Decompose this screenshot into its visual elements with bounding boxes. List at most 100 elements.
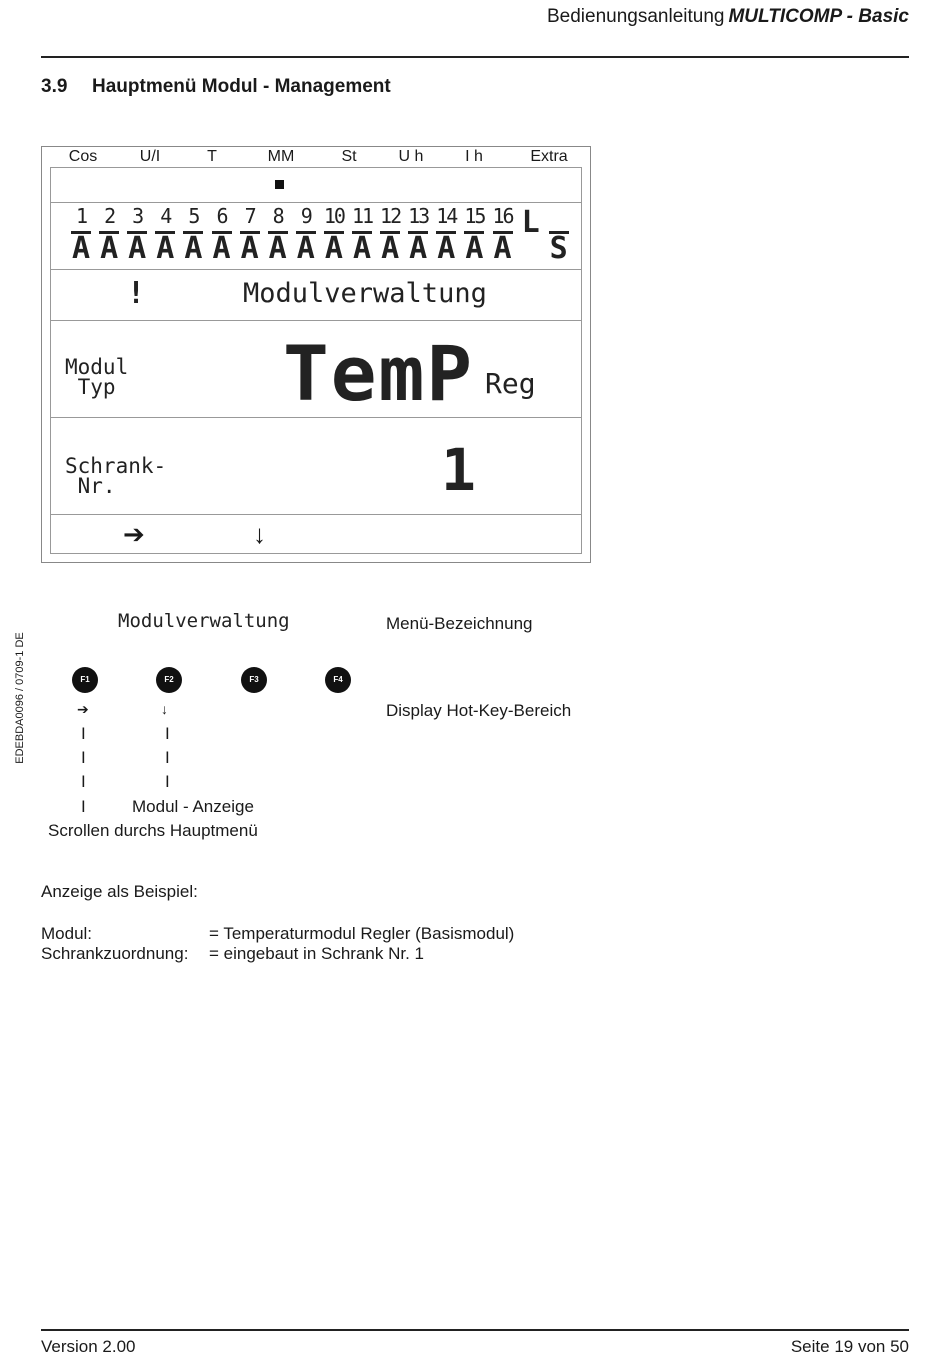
module-slot-number: 4 xyxy=(160,204,172,228)
example-value-cabinet: = eingebaut in Schrank Nr. 1 xyxy=(209,944,424,963)
module-slot-status: A xyxy=(100,231,119,266)
module-slot-status: A xyxy=(381,231,400,266)
module-slot-number: 1 xyxy=(75,204,88,228)
module-slot-bar xyxy=(71,231,91,234)
f2-key-button[interactable]: F2 xyxy=(156,667,182,693)
hotkey-right-arrow-icon: ➔ xyxy=(123,519,145,549)
header-rule xyxy=(41,56,909,58)
cabinet-number: 1 xyxy=(441,436,476,504)
tab-ui: U/I xyxy=(139,148,161,165)
footer-rule xyxy=(41,1329,909,1331)
hotkey-row: ➔ ↓ xyxy=(51,515,581,552)
connector-line: I xyxy=(81,724,86,743)
module-slot-bar xyxy=(267,231,288,234)
section-number: 3.9 xyxy=(41,76,68,97)
tab-indicator-row xyxy=(51,168,581,203)
f2-description: Modul - Anzeige xyxy=(132,797,254,816)
tab-uh: U h xyxy=(398,148,424,165)
module-type-row: Modul Typ TemP Reg xyxy=(51,321,581,418)
tab-mm: MM xyxy=(267,148,295,165)
module-slot-number: 12 xyxy=(380,204,402,228)
tab-cos: Cos xyxy=(68,148,98,165)
module-slot-bar xyxy=(352,231,372,234)
header-brand: MULTICOMP - Basic xyxy=(728,6,909,27)
module-slot-status: A xyxy=(71,231,91,266)
tab-cursor-marker xyxy=(275,180,284,189)
module-slot: S xyxy=(545,203,573,264)
module-slot-number: 14 xyxy=(436,204,458,228)
f4-key-button[interactable]: F4 xyxy=(325,667,351,693)
module-slot-bar xyxy=(548,231,569,234)
legend-right-arrow-icon: ➔ xyxy=(77,701,89,717)
tab-t: T xyxy=(207,148,217,165)
document-code: EDEBDA0096 / 0709-1 DE xyxy=(14,632,26,764)
module-slot-status: A xyxy=(437,231,456,266)
module-slot-number: 5 xyxy=(188,204,200,228)
connector-line: I xyxy=(165,748,170,767)
module-slot-number: 13 xyxy=(408,204,430,228)
legend-menu-label: Menü-Bezeichnung xyxy=(386,614,533,633)
section-title: Hauptmenü Modul - Management xyxy=(92,76,391,97)
connector-line: I xyxy=(81,797,86,816)
module-slot-status: L xyxy=(521,205,540,240)
module-slot-bar xyxy=(295,231,316,234)
header-title: Bedienungsanleitung xyxy=(546,6,725,27)
module-slot-status: A xyxy=(409,231,428,266)
example-heading: Anzeige als Beispiel: xyxy=(41,882,198,901)
cabinet-label: Schrank- Nr. xyxy=(65,454,167,498)
tab-st: St xyxy=(341,148,357,165)
connector-line: I xyxy=(165,724,170,743)
module-slot-bar xyxy=(436,231,457,234)
module-slot-number: 2 xyxy=(104,204,116,228)
module-slot-bar xyxy=(492,231,513,234)
module-slot-status: A xyxy=(128,231,147,266)
module-slot-number: 9 xyxy=(300,204,313,228)
module-slot-status: A xyxy=(493,231,512,266)
module-slot-number: 11 xyxy=(351,204,374,228)
f3-key-button[interactable]: F3 xyxy=(241,667,267,693)
module-slot-status: S xyxy=(549,231,568,266)
connector-line: I xyxy=(165,772,170,791)
hotkey-down-arrow-icon: ↓ xyxy=(253,519,266,549)
cabinet-row: Schrank- Nr. 1 xyxy=(51,418,581,515)
legend-hotkey-label: Display Hot-Key-Bereich xyxy=(386,701,572,720)
footer-page-number: Seite 19 von 50 xyxy=(790,1337,909,1356)
module-slot-status: A xyxy=(324,231,343,266)
section-heading: 3.9 Hauptmenü Modul - Management xyxy=(41,76,391,98)
module-slot-number: 7 xyxy=(244,204,257,228)
footer-version: Version 2.00 xyxy=(41,1337,136,1356)
module-slot-bar xyxy=(239,231,260,234)
module-slot-status: A xyxy=(465,231,484,266)
module-slot-number: 10 xyxy=(323,204,346,228)
module-slot-bar xyxy=(323,231,344,234)
module-slot-number: 16 xyxy=(492,204,514,228)
module-slot-number: 3 xyxy=(132,204,144,228)
example-value-module: = Temperaturmodul Regler (Basismodul) xyxy=(209,924,515,943)
module-slot-bar xyxy=(127,231,148,234)
module-slot-status: A xyxy=(212,231,231,266)
connector-line: I xyxy=(81,772,86,791)
example-key-module: Modul: xyxy=(41,924,93,943)
legend-menu-name-lcd: Modulverwaltung xyxy=(118,610,290,632)
f1-key-button[interactable]: F1 xyxy=(72,667,98,693)
module-slot-bar xyxy=(211,231,232,234)
module-type-subvalue: Reg xyxy=(485,367,536,400)
